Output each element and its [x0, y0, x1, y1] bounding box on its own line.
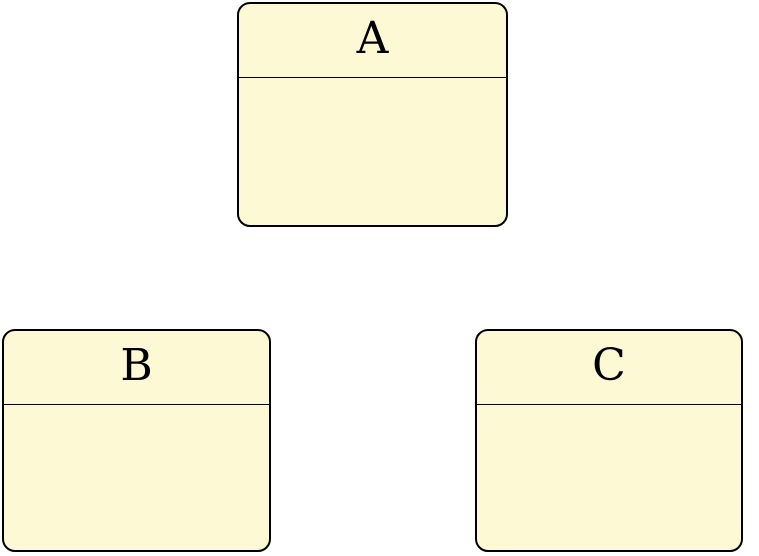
class-attributes-compartment — [239, 78, 506, 225]
class-attributes-compartment — [4, 405, 269, 550]
class-title-compartment: A — [239, 4, 506, 78]
uml-class-node-a: A — [237, 2, 508, 227]
uml-class-node-c: C — [475, 329, 743, 552]
class-attributes-compartment — [477, 405, 741, 550]
uml-class-node-b: B — [2, 329, 271, 552]
class-name-label: B — [120, 339, 153, 391]
class-title-compartment: B — [4, 331, 269, 405]
class-title-compartment: C — [477, 331, 741, 405]
class-name-label: C — [592, 339, 626, 391]
class-name-label: A — [356, 12, 389, 64]
